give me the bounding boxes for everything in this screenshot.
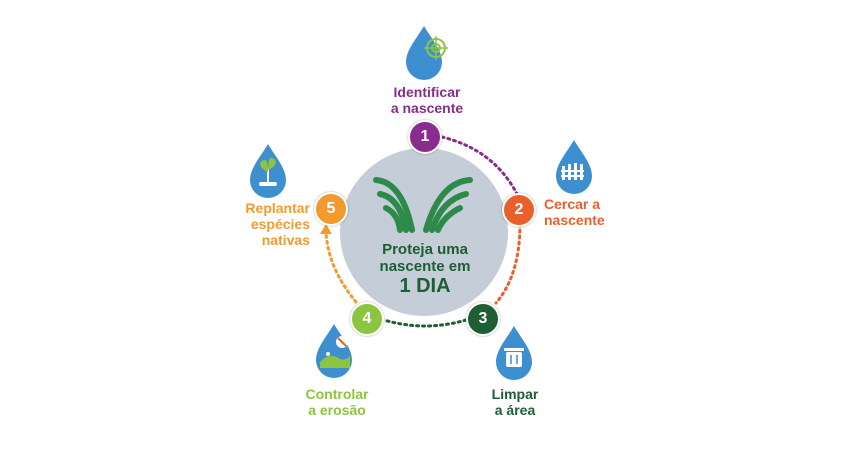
step-4-number: 4: [350, 302, 384, 336]
drop-target-icon: [406, 26, 448, 80]
drop-erosion-icon: [316, 324, 352, 378]
step-2-label: Cercar a nascente: [544, 196, 605, 228]
drop-fence-icon: [556, 140, 592, 194]
step-3-label: Limpar a área: [491, 386, 539, 418]
step-5-label: Replantar espécies nativas: [245, 200, 310, 248]
connector-arrow-icon: [320, 224, 332, 234]
step-4-label: Controlar a erosão: [305, 386, 369, 418]
connector-4-5: [324, 230, 358, 304]
connector-1-2: [440, 135, 520, 198]
center-line-2: nascente em: [379, 258, 471, 275]
step-1-label: Identificar a nascente: [390, 84, 464, 116]
logo-icon: [373, 177, 473, 233]
drop-trash-icon: [496, 326, 532, 380]
step-1-number: 1: [408, 120, 442, 154]
center-line-1: Proteja uma: [382, 241, 468, 258]
center-title: Proteja uma nascente em 1 DIA: [350, 241, 500, 298]
connector-2-3: [494, 222, 522, 305]
step-5-number: 5: [314, 192, 348, 226]
center-line-3: 1 DIA: [399, 275, 451, 297]
step-3-number: 3: [466, 302, 500, 336]
drop-sprout-icon: [250, 144, 286, 198]
connector-3-4: [382, 318, 468, 328]
step-2-number: 2: [502, 193, 536, 227]
